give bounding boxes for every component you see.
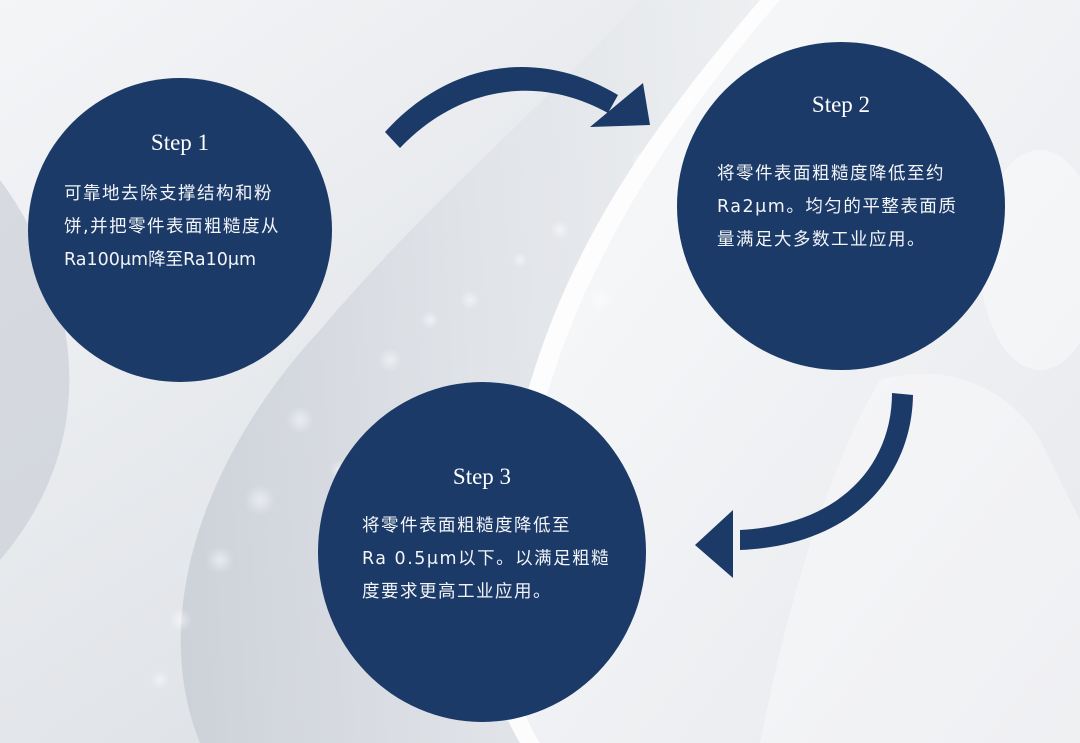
step-3-title: Step 3 — [452, 464, 512, 489]
step-1-description: 可靠地去除支撑结构和粉 饼,并把零件表面粗糙度从 Ra100μm降至Ra10μm — [64, 178, 280, 277]
step-3-line-1: 将零件表面粗糙度降低至 — [362, 516, 571, 536]
step-3-line-2: Ra 0.5μm以下。以满足粗糙 — [362, 549, 611, 569]
step-2-description: 将零件表面粗糙度降低至约 Ra2μm。均匀的平整表面质 量满足大多数工业应用。 — [717, 158, 957, 257]
step-3-description: 将零件表面粗糙度降低至 Ra 0.5μm以下。以满足粗糙 度要求更高工业应用。 — [362, 510, 610, 609]
step-1-circle: Step 1 可靠地去除支撑结构和粉 饼,并把零件表面粗糙度从 Ra100μm降… — [28, 78, 332, 382]
step-3-line-3: 度要求更高工业应用。 — [362, 582, 552, 602]
step-1-line-3: Ra100μm降至Ra10μm — [64, 250, 257, 270]
step-1-title: Step 1 — [150, 130, 210, 155]
step-1-line-2: 饼,并把零件表面粗糙度从 — [64, 217, 281, 237]
step-2-line-2: Ra2μm。均匀的平整表面质 — [717, 197, 958, 217]
step-3-circle: Step 3 将零件表面粗糙度降低至 Ra 0.5μm以下。以满足粗糙 度要求更… — [318, 382, 646, 722]
step-2-line-3: 量满足大多数工业应用。 — [717, 230, 926, 250]
step-2-line-1: 将零件表面粗糙度降低至约 — [717, 164, 945, 184]
step-2-circle: Step 2 将零件表面粗糙度降低至约 Ra2μm。均匀的平整表面质 量满足大多… — [677, 42, 1005, 370]
step-2-title: Step 2 — [811, 92, 871, 117]
step-1-line-1: 可靠地去除支撑结构和粉 — [64, 184, 273, 204]
